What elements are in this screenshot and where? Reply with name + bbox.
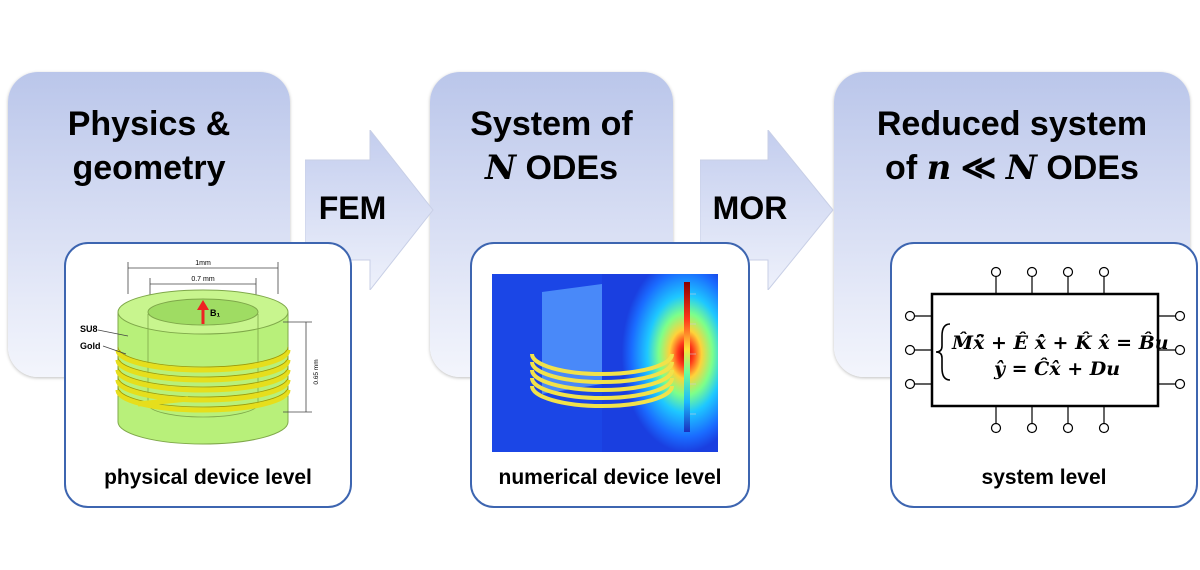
math-N: N [1005, 148, 1037, 188]
arrow-label-fem: FEM [318, 190, 387, 226]
title-line-2: geometry [72, 149, 226, 187]
dim-height-label: 0.65 mm [313, 359, 320, 384]
card-caption: system level [981, 466, 1107, 489]
title-line-1: Physics & [67, 105, 231, 143]
field-label: B₁ [210, 308, 220, 318]
title-rest: ODEs [1036, 149, 1139, 187]
title-line-1: System of [470, 105, 633, 143]
equation-line-1: M̂ẍ̂ + Ê ẋ̂ + K̂ x̂ = B̂u [952, 332, 1169, 354]
title-line-2: of n ≪ N ODEs [834, 146, 1190, 190]
title-rest: ODEs [516, 149, 619, 187]
panel-title-system: System of N ODEs [430, 102, 673, 190]
title-line-1: Reduced system [876, 105, 1148, 143]
label-gold: Gold [80, 341, 101, 351]
coil [115, 349, 291, 413]
card-caption: physical device level [104, 466, 312, 489]
device-figure: 1mm 0.7 mm [80, 260, 320, 445]
dim-inner-label: 0.7 mm [191, 276, 215, 283]
much-less-symbol: ≪ [951, 149, 1006, 187]
card-physical-device: 1mm 0.7 mm [64, 242, 352, 508]
system-block-figure [904, 266, 1186, 434]
math-n: n [926, 148, 952, 188]
panel-title-reduced: Reduced system of n ≪ N ODEs [834, 102, 1190, 190]
card-system-level: M̂ẍ̂ + Ê ẋ̂ + K̂ x̂ = B̂u ŷ = Ĉx̂ + Du s… [890, 242, 1198, 508]
dim-top-label: 1mm [195, 260, 211, 267]
card-numerical-device: numerical device level [470, 242, 750, 508]
equation-line-2: ŷ = Ĉx̂ + Du [993, 358, 1121, 380]
label-su8: SU8 [80, 324, 98, 334]
panel-title-physics: Physics & geometry [8, 102, 290, 190]
title-line-2: N ODEs [430, 146, 673, 190]
card-caption: numerical device level [498, 466, 722, 489]
fem-simulation-figure [492, 274, 718, 452]
fem-coil [530, 353, 674, 408]
arrow-label-mor: MOR [712, 190, 788, 226]
math-N: N [484, 148, 517, 188]
title-prefix: of [885, 149, 927, 187]
